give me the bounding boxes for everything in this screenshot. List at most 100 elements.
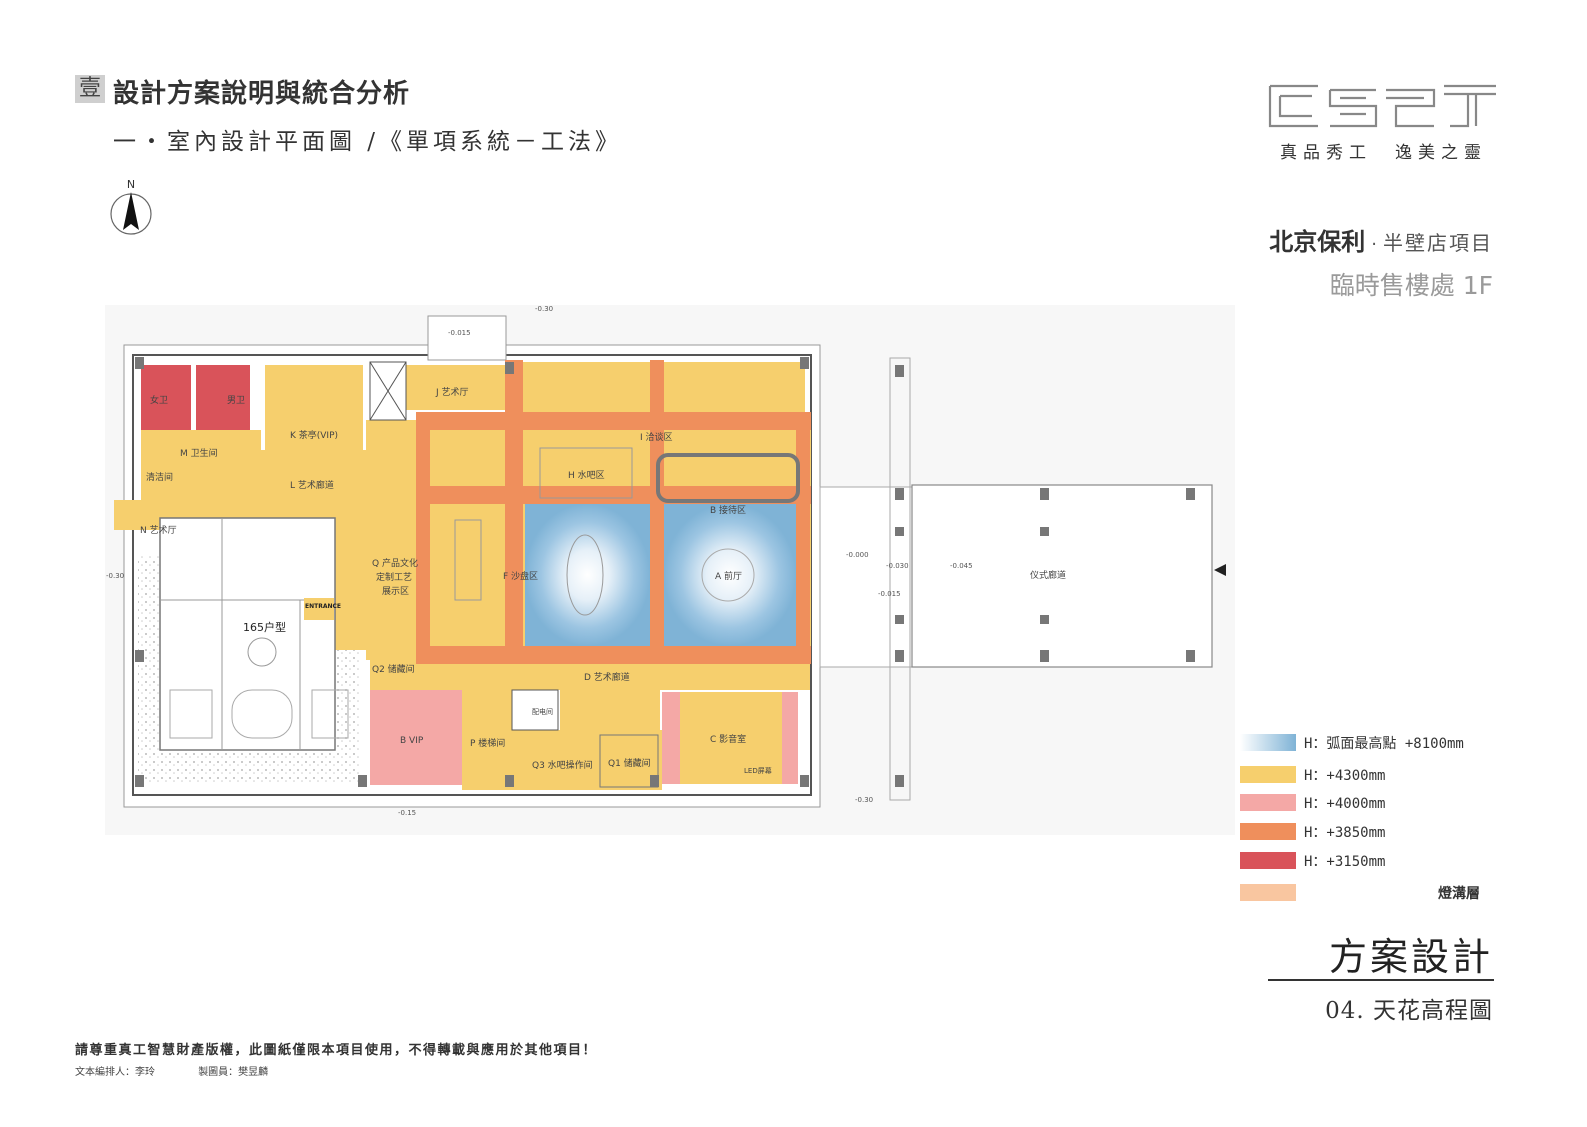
- north-label: N: [126, 178, 136, 191]
- label-q2-storage: Q2 储藏间: [372, 663, 415, 675]
- level-west: -0.30: [106, 572, 124, 580]
- beam-south: [416, 646, 811, 664]
- label-men-wc: 男卫: [227, 395, 245, 406]
- label-cleaning: 清洁间: [146, 471, 173, 483]
- project-separator: ·: [1371, 234, 1377, 255]
- label-q-product-1: Q 产品文化: [372, 557, 418, 569]
- power-room: [511, 689, 559, 731]
- legend-item-dome: H：弧面最高點 +8100mm: [1238, 732, 1498, 752]
- project-location: 半壁店項目: [1383, 231, 1493, 255]
- label-i-lounge: I 洽谈区: [640, 431, 673, 443]
- beam-east: [796, 412, 810, 662]
- label-ceremony-path: 仪式廊道: [1030, 569, 1066, 581]
- water-bar-counter: [539, 447, 633, 499]
- label-a-front-hall: A 前厅: [715, 570, 742, 582]
- legend-item-light-trough: 燈溝層: [1238, 882, 1498, 902]
- credit-editor: 文本編排人：李玲: [75, 1067, 155, 1078]
- floor-label: 臨時售樓處 1F: [1329, 271, 1493, 300]
- legend-swatch-light-trough: [1240, 884, 1296, 901]
- legend-swatch-3150: [1240, 852, 1296, 869]
- label-q3-bar-ops: Q3 水吧操作间: [532, 759, 593, 771]
- label-j-art-hall: J 艺术厅: [435, 386, 469, 398]
- unit-165-outline: [159, 517, 336, 751]
- zone-b-vip: [370, 690, 462, 785]
- legend-label-3850: H：+3850mm: [1304, 825, 1386, 841]
- front-hall-round: [701, 548, 755, 602]
- column-markers: [135, 357, 1195, 787]
- legend-swatch-dome: [1240, 734, 1296, 751]
- ceremony-entry-arrow-icon: [1214, 564, 1226, 576]
- label-d-art-gallery: D 艺术廊道: [584, 671, 630, 683]
- page-title: 設計方案說明與統合分析: [113, 79, 411, 109]
- legend-label-dome: H：弧面最高點 +8100mm: [1304, 736, 1464, 752]
- legend-item-4000: H：+4000mm: [1238, 792, 1498, 812]
- zone-c-av-room: [662, 692, 798, 784]
- zone-av-edge-left: [662, 692, 680, 784]
- beam-c1: [505, 360, 523, 664]
- zone-j-art-hall: [406, 365, 506, 410]
- level-north: -0.30: [535, 305, 553, 313]
- credits: 文本編排人：李玲 製圖員：樊昱麟: [75, 1063, 308, 1078]
- label-unit-type: 165户型: [243, 620, 286, 634]
- level-canopy: -0.015: [448, 329, 471, 337]
- legend-item-3850: H：+3850mm: [1238, 821, 1498, 841]
- label-entrance: ENTRANCE: [305, 603, 341, 610]
- level-south: -0.15: [398, 809, 416, 817]
- north-arrow-icon: N: [106, 178, 156, 238]
- living-sofa: [231, 689, 293, 739]
- label-p-stairs: P 楼梯间: [470, 737, 505, 749]
- label-women-wc: 女卫: [150, 394, 168, 406]
- beam-west: [416, 412, 430, 662]
- legend-label-4300: H：+4300mm: [1304, 768, 1386, 784]
- legend-swatch-4000: [1240, 794, 1296, 811]
- dome-sand-table: [525, 504, 650, 646]
- label-l-art-gallery: L 艺术廊道: [290, 479, 334, 491]
- zone-d-art-gallery: [370, 660, 810, 690]
- level-entry: -0.030: [886, 562, 909, 570]
- drawing-name: 04. 天花高程圖: [1325, 998, 1493, 1024]
- legend-label-3150: H：+3150mm: [1304, 854, 1386, 870]
- zone-p-stairs: [462, 688, 512, 790]
- level-vestibule: -0.000: [846, 551, 869, 559]
- label-n-art-hall: N 艺术厅: [140, 524, 177, 536]
- level-southeast: -0.30: [855, 796, 873, 804]
- page-subtitle: 一・室內設計平面圖 /《單項系統－工法》: [113, 129, 623, 155]
- level-ceremony: -0.045: [950, 562, 973, 570]
- label-f-sand-table: F 沙盘区: [503, 570, 538, 582]
- label-h-water-bar: H 水吧区: [568, 469, 605, 481]
- legend-label-light-trough: 燈溝層: [1438, 886, 1480, 902]
- north-entrance-canopy: [427, 315, 507, 361]
- q1-storage-outline: [599, 734, 659, 788]
- entrance-mark: [304, 598, 334, 620]
- dome-front-hall: [664, 504, 796, 646]
- label-c-av-room: C 影音室: [710, 733, 746, 745]
- label-q-product-3: 展示区: [382, 586, 409, 597]
- zone-service: [512, 730, 662, 790]
- zone-gallery-side: [330, 470, 370, 650]
- credit-drafter: 製圖員：樊昱麟: [198, 1067, 269, 1078]
- legend-item-4300: H：+4300mm: [1238, 764, 1498, 784]
- label-q1-storage: Q1 储藏间: [608, 757, 651, 769]
- sand-table-model: [566, 534, 604, 616]
- label-b-vip: B VIP: [400, 736, 424, 746]
- elevator-cross-b: [369, 361, 407, 421]
- title-rule: [1268, 979, 1494, 981]
- project-title: 北京保利· 半壁店項目: [1269, 222, 1493, 257]
- bed-2: [311, 689, 349, 739]
- project-name: 北京保利: [1269, 228, 1366, 256]
- section-badge: 壹: [75, 75, 105, 103]
- legend-label-4000: H：+4000mm: [1304, 796, 1386, 812]
- copyright-notice: 請尊重真工智慧財產版權，此圖紙僅限本項目使用，不得轉載與應用於其他項目！: [75, 1043, 598, 1058]
- brand-logo: [1268, 82, 1498, 130]
- legend-item-3150: H：+3150mm: [1238, 850, 1498, 870]
- east-screen-wall: [889, 357, 911, 801]
- zone-tea-vip: [265, 365, 363, 455]
- label-q-product-2: 定制工艺: [376, 571, 412, 583]
- display-table: [454, 519, 482, 601]
- label-k-tea-vip: K 茶亭(VIP): [290, 429, 338, 441]
- level-entry-2: -0.015: [878, 590, 901, 598]
- legend-swatch-4300: [1240, 766, 1296, 783]
- ceremony-path-area: [911, 484, 1213, 668]
- dining-table: [247, 637, 277, 667]
